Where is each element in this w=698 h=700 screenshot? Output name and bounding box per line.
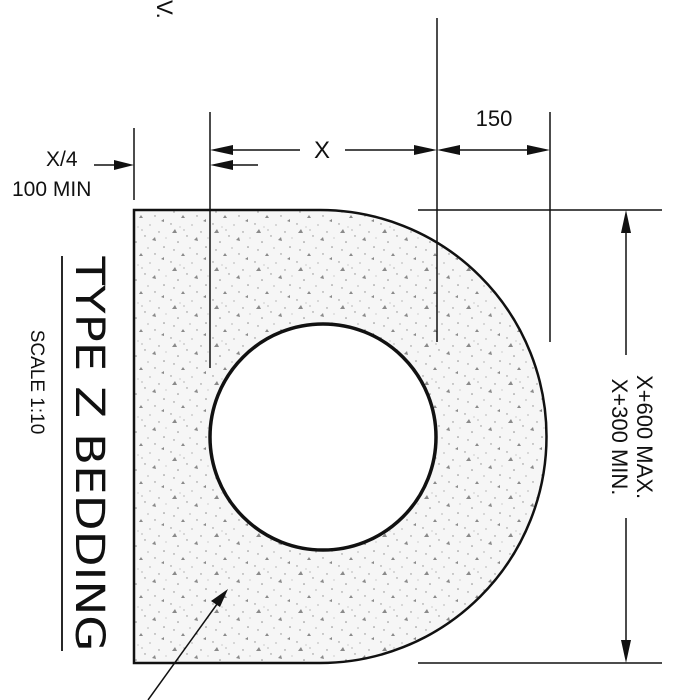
top-fragment-text: V. <box>152 0 177 19</box>
dim-150-label: 150 <box>476 106 513 131</box>
dim-x4-label: X/4 <box>46 148 78 171</box>
arrow-x-small <box>210 160 233 170</box>
concrete-leader <box>147 599 221 700</box>
dim-min-label: X+300 MIN. <box>607 379 632 496</box>
arrow-x-right <box>414 145 437 155</box>
dim-100min-label: 100 MIN <box>12 178 91 201</box>
concrete-leader-arrow <box>211 589 228 607</box>
arrow-x-left <box>210 145 233 155</box>
arrow-height-top <box>621 210 631 233</box>
arrow-150-left <box>437 145 460 155</box>
dim-max-label: X+600 MAX. <box>632 375 657 499</box>
dim-x-label: X <box>314 137 330 164</box>
drawing-title: TYPE Z BEDDING <box>66 255 112 651</box>
arrow-x4 <box>114 160 134 170</box>
arrow-height-bottom <box>621 640 631 663</box>
pipe-circle <box>208 322 438 552</box>
arrow-150-right <box>527 145 550 155</box>
scale-label: SCALE 1:10 <box>26 330 47 435</box>
